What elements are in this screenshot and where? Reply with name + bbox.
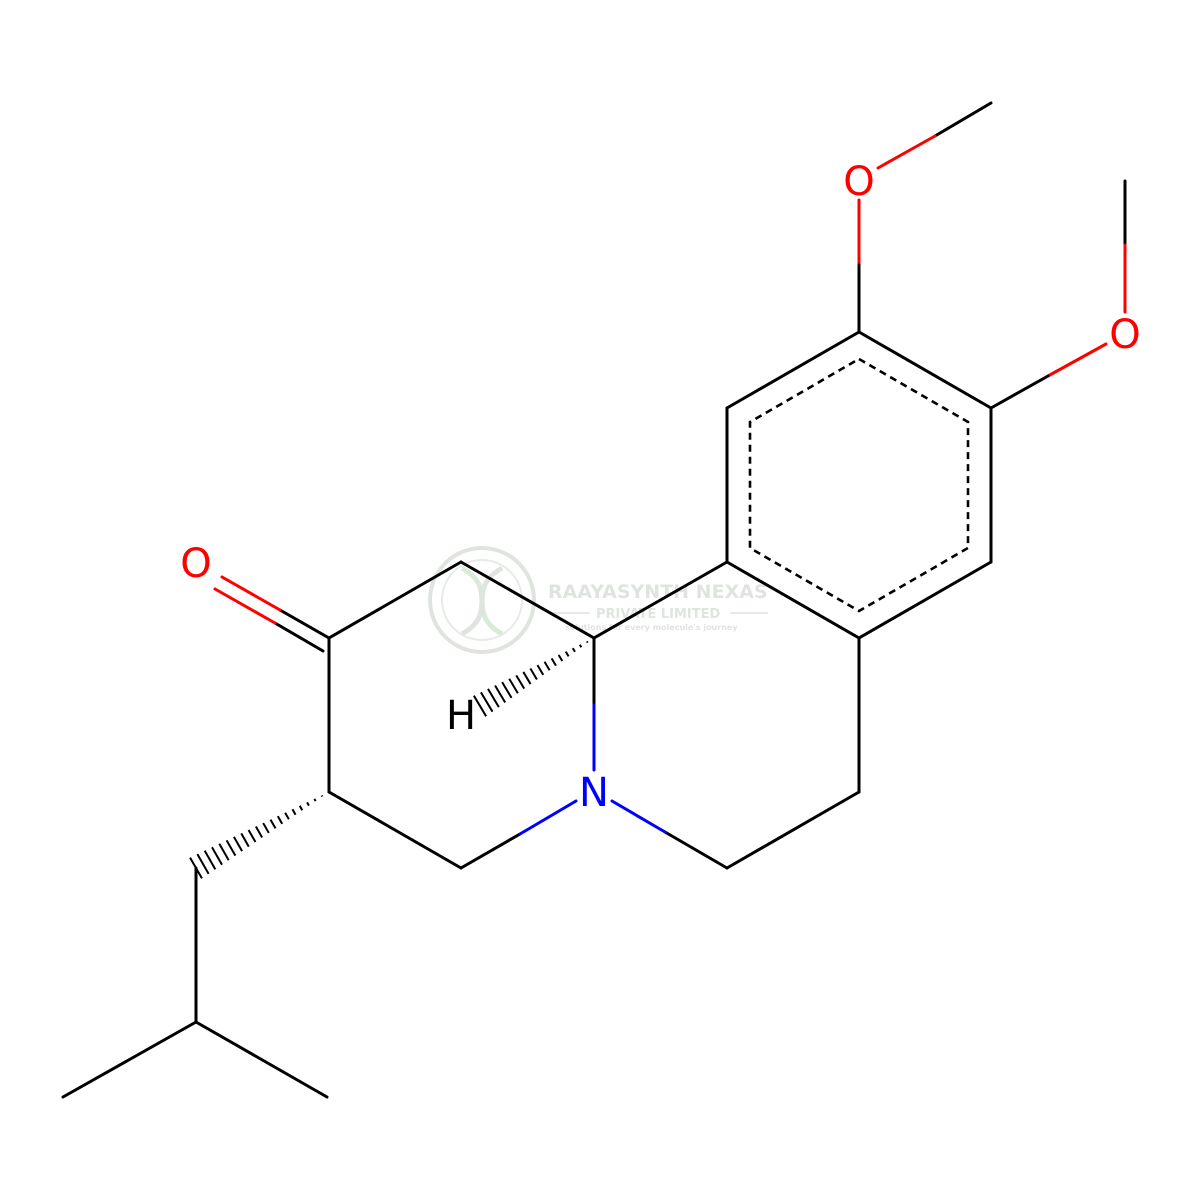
atom-h-stereo: H	[446, 693, 476, 739]
wedge-c11b-h	[472, 640, 589, 717]
bond-ch-me1	[61, 1020, 198, 1099]
bond-ch2-ch2	[725, 790, 861, 870]
bond-c4-n-black	[459, 832, 522, 870]
watermark-logo-icon	[428, 546, 536, 654]
bond-ar-1	[857, 330, 993, 410]
bonds	[61, 101, 1127, 1099]
atom-n-ring: N	[579, 770, 609, 816]
bond-co-red-a	[220, 575, 282, 612]
bond-ch-me2	[194, 1020, 329, 1099]
wedge-c3-isobutyl	[189, 794, 324, 879]
atom-labels: O O O N H	[180, 159, 1140, 816]
bond-co-black-b	[273, 621, 325, 653]
bond-ar-4	[725, 560, 861, 640]
bond-c11b-c1	[459, 560, 596, 640]
aromatic-ring-dashed	[748, 357, 970, 613]
bond-o-right-ring	[989, 374, 1050, 410]
bond-co-black-a	[278, 608, 331, 640]
watermark-company-text: RAAYASYNTH NEXAS	[548, 581, 768, 603]
bond-c4-n-blue	[518, 799, 578, 836]
bond-methyl-top	[933, 101, 993, 138]
atom-o-methoxy-right: O	[1109, 312, 1140, 358]
bond-ch2-n-blue	[610, 799, 667, 834]
bond-o-top-methyl-red	[876, 134, 937, 170]
stereo-hash-bonds	[189, 640, 589, 879]
bond-o-right-ring-red	[1046, 342, 1108, 378]
bond-ar-6	[725, 330, 861, 410]
watermark-tagline-text: solutions for every molecule's journey	[565, 623, 738, 632]
bond-co-red-b	[213, 587, 277, 625]
bond-c1-c2	[327, 560, 463, 640]
bond-c11b-ar	[592, 560, 729, 640]
bond-ar-3	[857, 560, 993, 640]
watermark: RAAYASYNTH NEXAS PRIVATE LIMITED solutio…	[428, 546, 768, 654]
watermark-subtitle-text: PRIVATE LIMITED	[596, 607, 721, 622]
atom-o-methoxy-top: O	[843, 159, 874, 205]
atom-o-carbonyl: O	[180, 541, 211, 587]
bond-c3-c4	[327, 790, 463, 870]
bond-ch2-n-black	[663, 830, 729, 870]
